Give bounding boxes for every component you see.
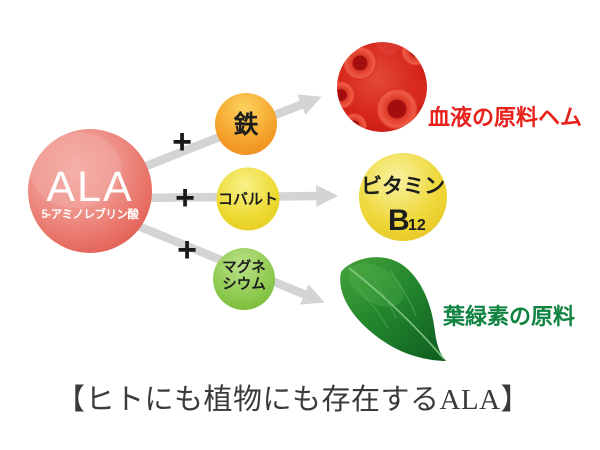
leaf-icon — [340, 257, 446, 361]
plus-sign-iron: + — [172, 123, 192, 161]
cobalt-circle — [216, 167, 280, 231]
cobalt-label: コバルト — [218, 191, 278, 208]
blood-cells-image — [337, 42, 427, 132]
chlorophyll-label: 葉緑素の原料 — [442, 304, 575, 329]
cobalt-node: コバルト — [216, 167, 280, 231]
ala-node: ALA 5-アミノレブリン酸 — [28, 129, 152, 253]
arrow-ala-to-chlorophyll — [124, 217, 325, 305]
iron-node: 鉄 — [215, 93, 277, 155]
heme-label: 血液の原料ヘム — [428, 105, 582, 130]
iron-circle — [215, 93, 277, 155]
arrow-ala-to-heme — [124, 94, 322, 178]
ala-highlight — [30, 132, 122, 208]
plus-sign-magnesium: + — [177, 231, 197, 269]
iron-label: 鉄 — [233, 110, 258, 139]
ala-title: ALA — [46, 163, 133, 211]
magnesium-label-line1: マグネ — [222, 258, 266, 276]
magnesium-circle — [213, 248, 275, 310]
magnesium-node: マグネ シウム — [213, 248, 275, 310]
ala-subtitle: 5-アミノレブリン酸 — [42, 207, 140, 221]
plus-sign-cobalt: + — [175, 179, 195, 217]
b12-letter: B — [388, 204, 410, 237]
magnesium-label-line2: シウム — [222, 276, 266, 293]
caption: 【ヒトにも植物にも存在するALA】 — [56, 383, 530, 416]
b12-node: ビタミン B 12 — [359, 153, 447, 241]
b12-label-line1: ビタミン — [361, 175, 445, 198]
b12-subscript: 12 — [408, 217, 426, 234]
ala-circle — [28, 129, 152, 253]
b12-circle — [359, 153, 447, 241]
